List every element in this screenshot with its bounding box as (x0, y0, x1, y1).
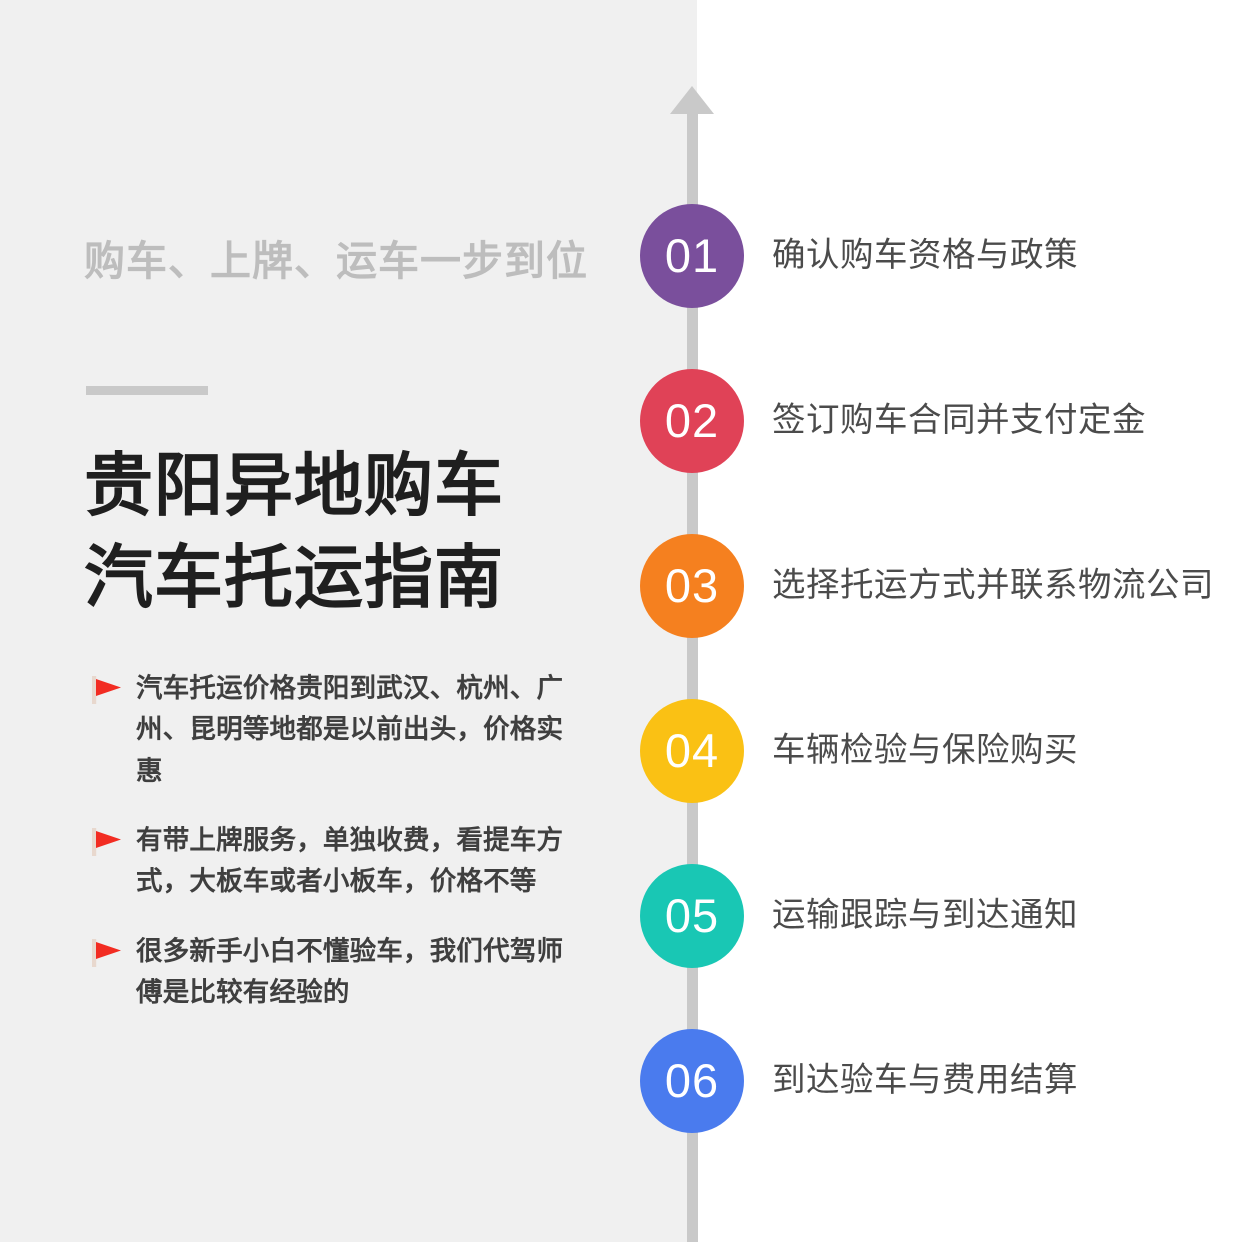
right-background-panel (697, 0, 1242, 1242)
page-title-line-2: 汽车托运指南 (84, 539, 504, 617)
list-item: 有带上牌服务，单独收费，看提车方式，大板车或者小板车，价格不等 (86, 820, 586, 903)
step-number-badge: 03 (640, 534, 744, 638)
step-label: 确认购车资格与政策 (772, 237, 1078, 274)
arrow-up-icon (670, 86, 714, 114)
red-flag-icon (90, 826, 124, 858)
step-number-badge: 01 (640, 204, 744, 308)
timeline-step-05: 05 运输跟踪与到达通知 (0, 864, 1242, 968)
list-item-text: 有带上牌服务，单独收费，看提车方式，大板车或者小板车，价格不等 (136, 824, 564, 897)
timeline-step-01: 01 确认购车资格与政策 (0, 204, 1242, 308)
list-item-text: 很多新手小白不懂验车，我们代驾师傅是比较有经验的 (136, 935, 564, 1007)
timeline-step-06: 06 到达验车与费用结算 (0, 1029, 1242, 1133)
list-item: 汽车托运价格贵阳到武汉、杭州、广州、昆明等地都是以前出头，价格实惠 (86, 668, 586, 792)
timeline-step-03: 03 选择托运方式并联系物流公司 (0, 534, 1242, 638)
step-number-badge: 04 (640, 699, 744, 803)
step-number-badge: 02 (640, 369, 744, 473)
red-flag-icon (90, 937, 124, 969)
step-number-badge: 05 (640, 864, 744, 968)
step-label: 到达验车与费用结算 (772, 1062, 1078, 1099)
timeline-axis-line (687, 110, 698, 1242)
step-label: 选择托运方式并联系物流公司 (772, 567, 1214, 604)
bullet-list: 汽车托运价格贵阳到武汉、杭州、广州、昆明等地都是以前出头，价格实惠 有带上牌服务… (86, 668, 586, 1013)
page-title-line-1: 贵阳异地购车 (84, 447, 504, 524)
step-number-badge: 06 (640, 1029, 744, 1133)
left-content-column: 购车、上牌、运车一步到位 贵阳异地购车 汽车托运指南 汽车托运价格贵阳到武汉、杭… (84, 0, 587, 1242)
list-item-text: 汽车托运价格贵阳到武汉、杭州、广州、昆明等地都是以前出头，价格实惠 (136, 673, 564, 786)
list-item: 很多新手小白不懂验车，我们代驾师傅是比较有经验的 (86, 931, 586, 1014)
timeline-step-04: 04 车辆检验与保险购买 (0, 699, 1242, 803)
step-label: 运输跟踪与到达通知 (772, 897, 1078, 934)
step-label: 车辆检验与保险购买 (772, 732, 1078, 769)
step-label: 签订购车合同并支付定金 (772, 402, 1146, 439)
page-title: 贵阳异地购车 汽车托运指南 (84, 440, 624, 625)
timeline-step-02: 02 签订购车合同并支付定金 (0, 369, 1242, 473)
eyebrow-text: 购车、上牌、运车一步到位 (84, 238, 588, 284)
red-flag-icon (90, 674, 124, 706)
title-divider-rule (86, 386, 208, 395)
left-background-panel (0, 0, 697, 1242)
